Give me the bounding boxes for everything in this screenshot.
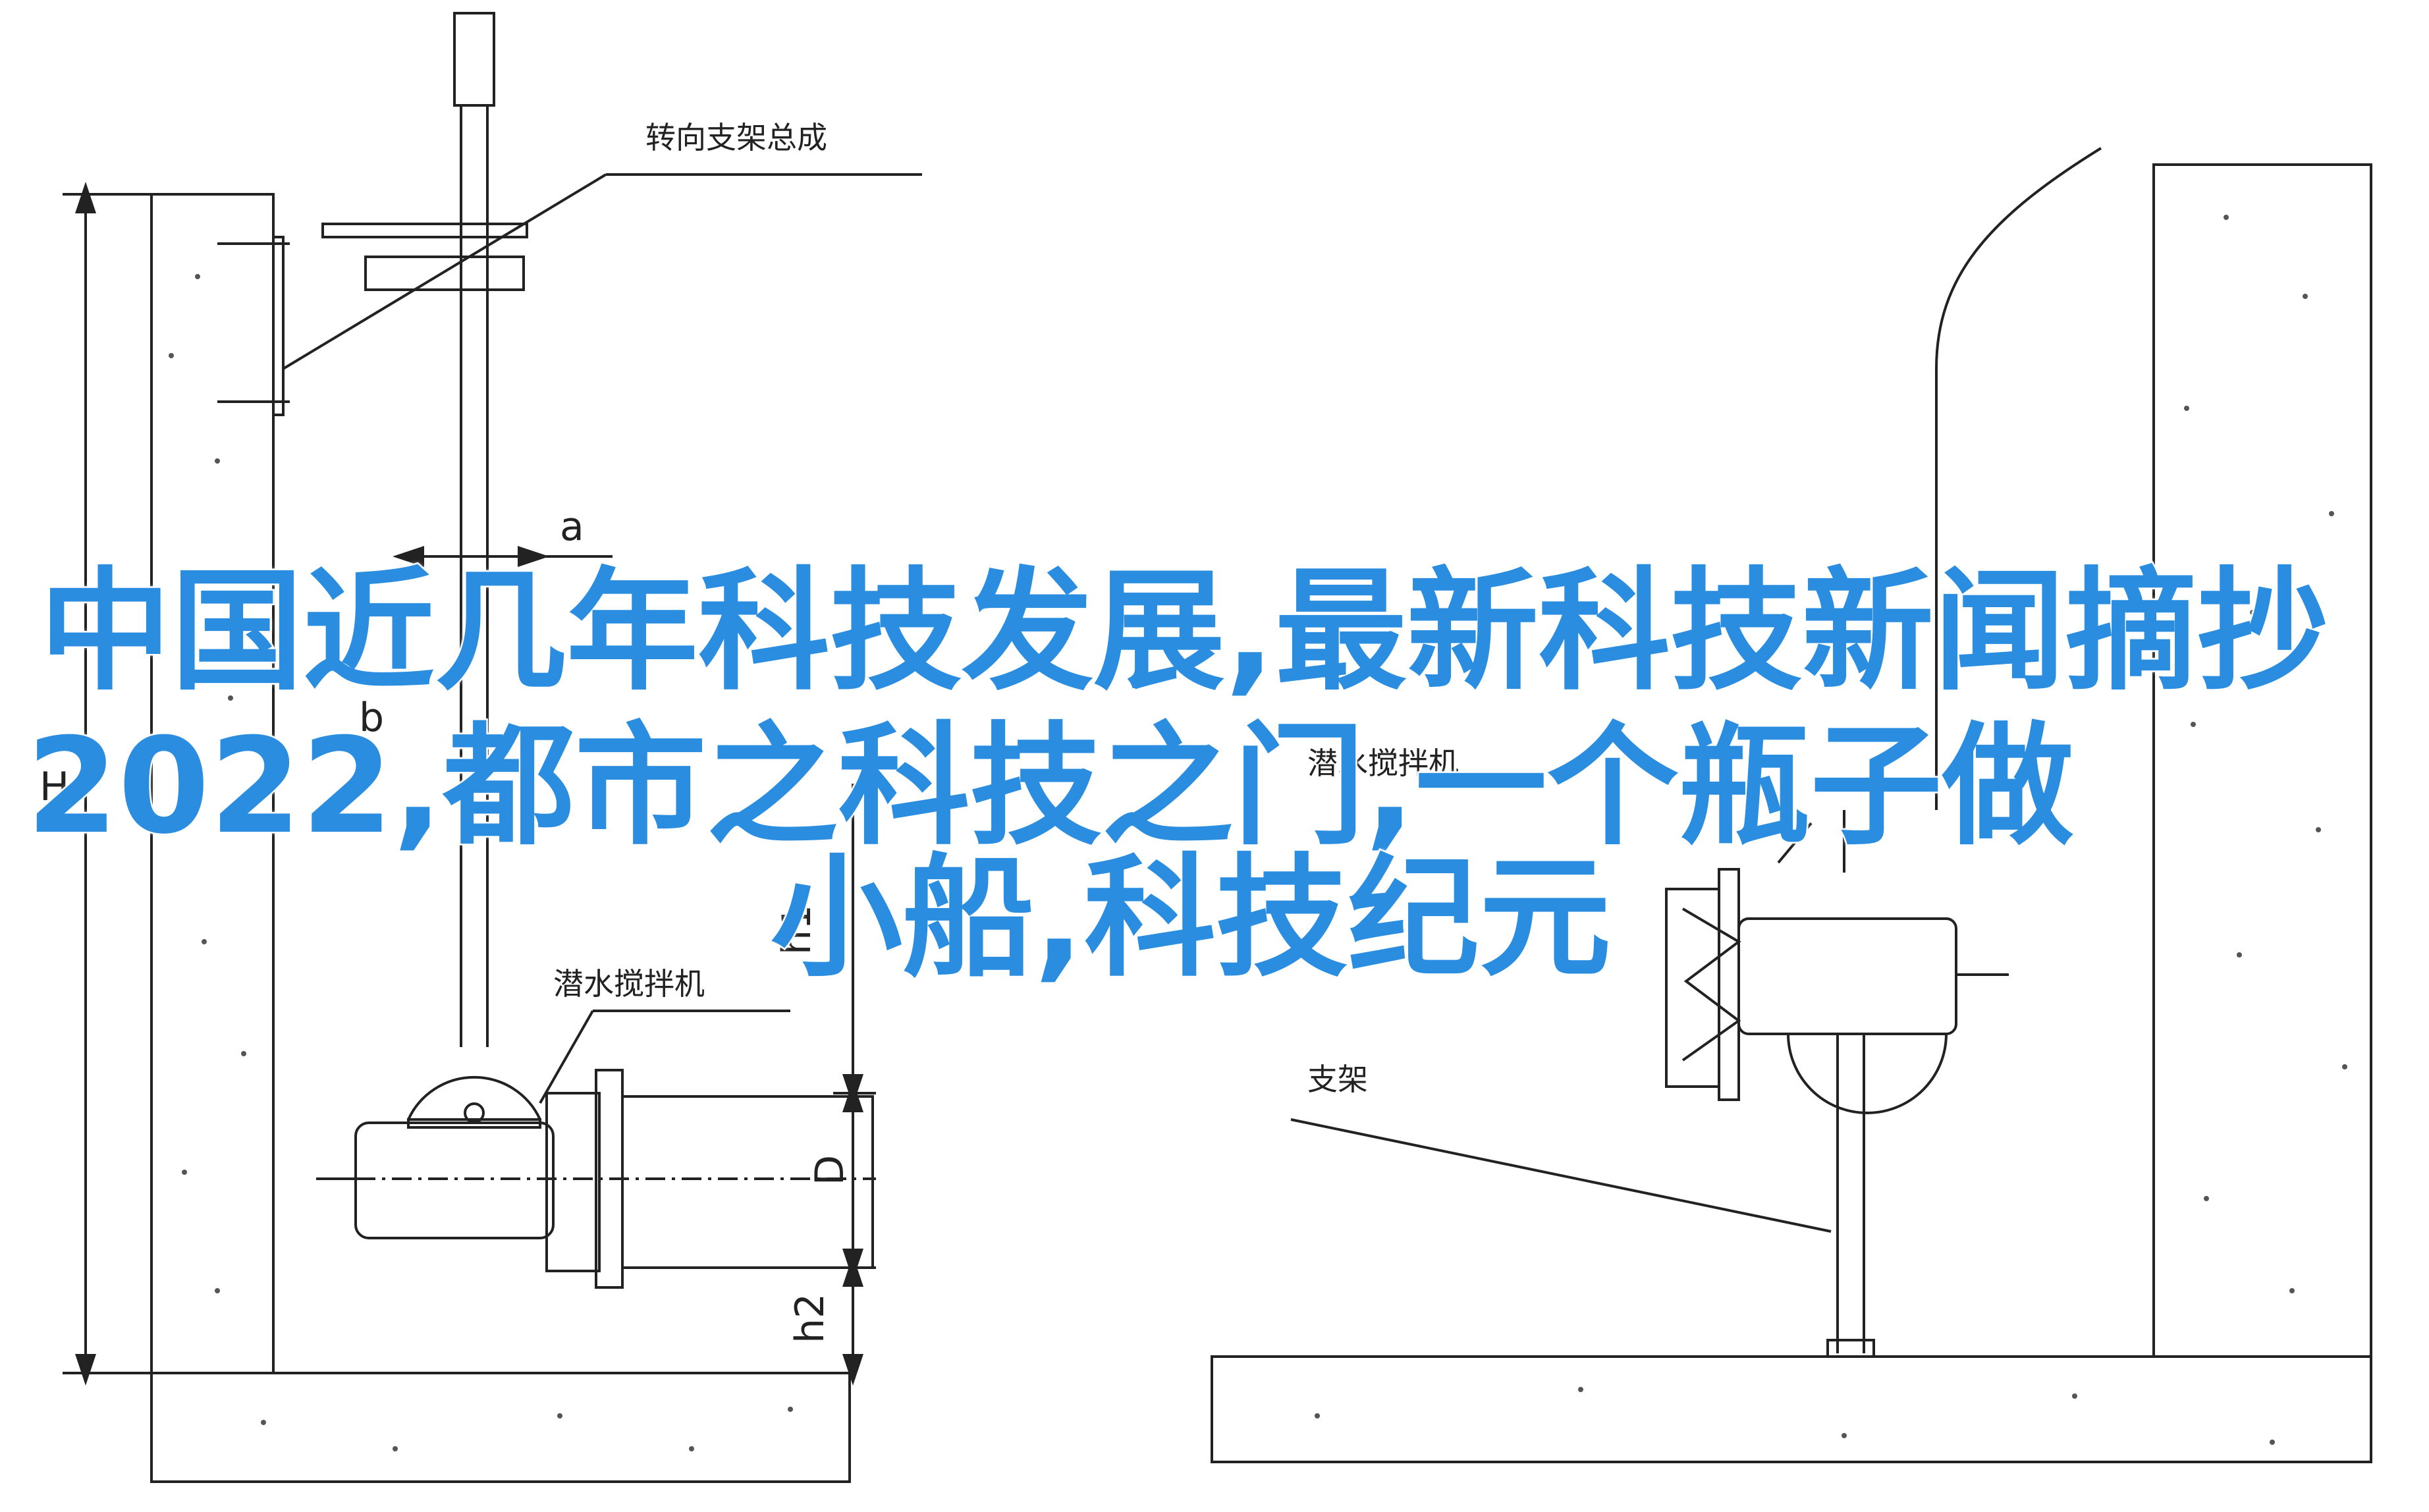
steering-bracket-label: 转向支架总成 bbox=[645, 120, 827, 155]
dim-h-label: H bbox=[40, 764, 69, 810]
right-tank-floor bbox=[1211, 1355, 2372, 1463]
dim-h2-label: h2 bbox=[787, 1293, 833, 1343]
left-tank-wall bbox=[150, 193, 275, 1374]
concrete-speckle-pattern bbox=[169, 215, 2347, 1451]
guide-rod-cap bbox=[453, 12, 495, 107]
dim-b-label: b bbox=[359, 695, 384, 741]
dim-h1-label: h1 bbox=[774, 905, 820, 955]
right-mixer-label: 潜水搅拌机 bbox=[1307, 745, 1459, 781]
left-tank-floor bbox=[150, 1372, 851, 1483]
dim-a-label: a bbox=[560, 504, 584, 550]
right-tank-wall bbox=[2152, 163, 2372, 1358]
dim-d-label: D bbox=[807, 1155, 853, 1185]
left-mixer-label: 潜水搅拌机 bbox=[553, 966, 705, 1002]
bracket-label: 支架 bbox=[1307, 1062, 1368, 1097]
